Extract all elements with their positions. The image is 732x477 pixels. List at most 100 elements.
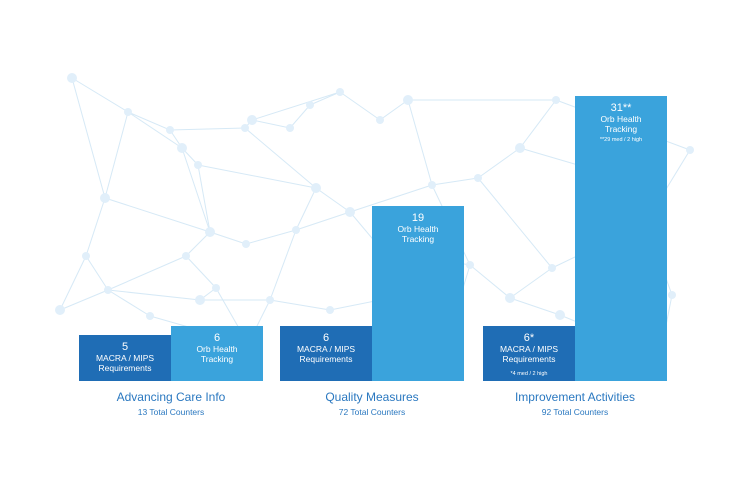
network-line	[71, 77, 129, 113]
network-line	[85, 197, 106, 257]
group-total-counters: 92 Total Counters	[541, 407, 609, 417]
network-line	[85, 255, 109, 291]
network-node	[686, 146, 694, 154]
bar-value-label: 6	[322, 331, 330, 344]
bar-value-label: 5	[121, 341, 129, 353]
network-line	[315, 187, 351, 213]
bar-series-label: MACRA / MIPS Requirements	[296, 343, 356, 364]
network-line	[477, 177, 553, 269]
bar-series-label: MACRA / MIPS Requirements	[499, 343, 559, 364]
network-node	[555, 310, 565, 320]
network-node	[166, 126, 174, 134]
network-node	[266, 296, 274, 304]
group-label: Improvement Activities 92 Total Counters	[455, 390, 695, 418]
network-line	[107, 289, 151, 317]
network-line	[251, 119, 291, 129]
network-node	[311, 183, 321, 193]
network-node	[552, 96, 560, 104]
bar-footnote: *4 med / 2 high	[510, 370, 548, 377]
network-line	[197, 164, 317, 189]
network-line	[169, 127, 246, 131]
bar-series-label: Orb Health Tracking	[196, 343, 238, 364]
network-line	[469, 264, 511, 299]
network-node	[177, 143, 187, 153]
network-line	[244, 127, 317, 189]
network-line	[477, 147, 521, 179]
network-line	[185, 255, 217, 289]
bar-series-label: Orb Health Tracking	[397, 224, 439, 245]
group-total-counters: 72 Total Counters	[338, 407, 406, 417]
network-line	[251, 91, 341, 121]
network-node	[55, 305, 65, 315]
bar-value-label: 19	[411, 212, 425, 225]
bar-value-label: 31**	[610, 101, 632, 114]
network-line	[185, 231, 211, 257]
network-line	[295, 187, 317, 231]
network-line	[71, 77, 106, 199]
network-line	[245, 229, 297, 245]
network-node	[82, 252, 90, 260]
network-line	[59, 255, 87, 311]
group-total-counters: 13 Total Counters	[137, 407, 205, 417]
network-line	[59, 289, 109, 311]
network-line	[379, 99, 409, 121]
network-node	[505, 293, 515, 303]
bar-value-label: 6*	[523, 331, 535, 344]
network-node	[194, 161, 202, 169]
network-line	[209, 231, 247, 245]
network-node	[326, 306, 334, 314]
network-line	[509, 297, 561, 316]
network-node	[67, 73, 77, 83]
network-node	[668, 291, 676, 299]
bar-value-label: 6	[213, 331, 221, 344]
network-line	[181, 147, 211, 233]
network-node	[306, 101, 314, 109]
network-line	[519, 99, 557, 149]
network-node	[292, 226, 300, 234]
bar-macra-3: 6*MACRA / MIPS Requirements *4 med / 2 hi…	[483, 325, 575, 381]
group-label: Quality Measures 72 Total Counters	[252, 390, 492, 418]
group-name: Quality Measures	[325, 390, 419, 404]
network-node	[336, 88, 344, 96]
network-node	[428, 181, 436, 189]
network-line	[407, 99, 433, 186]
network-node	[466, 261, 474, 269]
network-node	[247, 115, 257, 125]
network-node	[212, 284, 220, 292]
network-line	[431, 177, 479, 186]
network-node	[182, 252, 190, 260]
bar-series-label: Orb Health Tracking	[600, 113, 642, 134]
group-name: Improvement Activities	[514, 390, 636, 404]
network-line	[295, 211, 351, 231]
network-node	[376, 116, 384, 124]
network-node	[403, 95, 413, 105]
group-name: Advancing Care Info	[116, 390, 226, 404]
network-node	[242, 240, 250, 248]
bar-footnote: **29 med / 2 high	[599, 136, 643, 143]
network-line	[104, 111, 129, 199]
bar-series-label: MACRA / MIPS Requirements	[95, 353, 155, 373]
network-line	[127, 111, 171, 131]
network-line	[107, 289, 201, 301]
network-node	[124, 108, 132, 116]
network-node	[515, 143, 525, 153]
network-line	[104, 197, 211, 233]
network-node	[548, 264, 556, 272]
network-line	[509, 267, 553, 299]
network-line	[289, 104, 311, 129]
network-node	[286, 124, 294, 132]
network-node	[205, 227, 215, 237]
network-line	[309, 91, 341, 106]
network-line	[127, 111, 183, 149]
network-line	[269, 229, 297, 301]
network-node	[345, 207, 355, 217]
network-line	[339, 91, 381, 121]
network-line	[269, 299, 331, 311]
network-node	[195, 295, 205, 305]
network-node	[146, 312, 154, 320]
